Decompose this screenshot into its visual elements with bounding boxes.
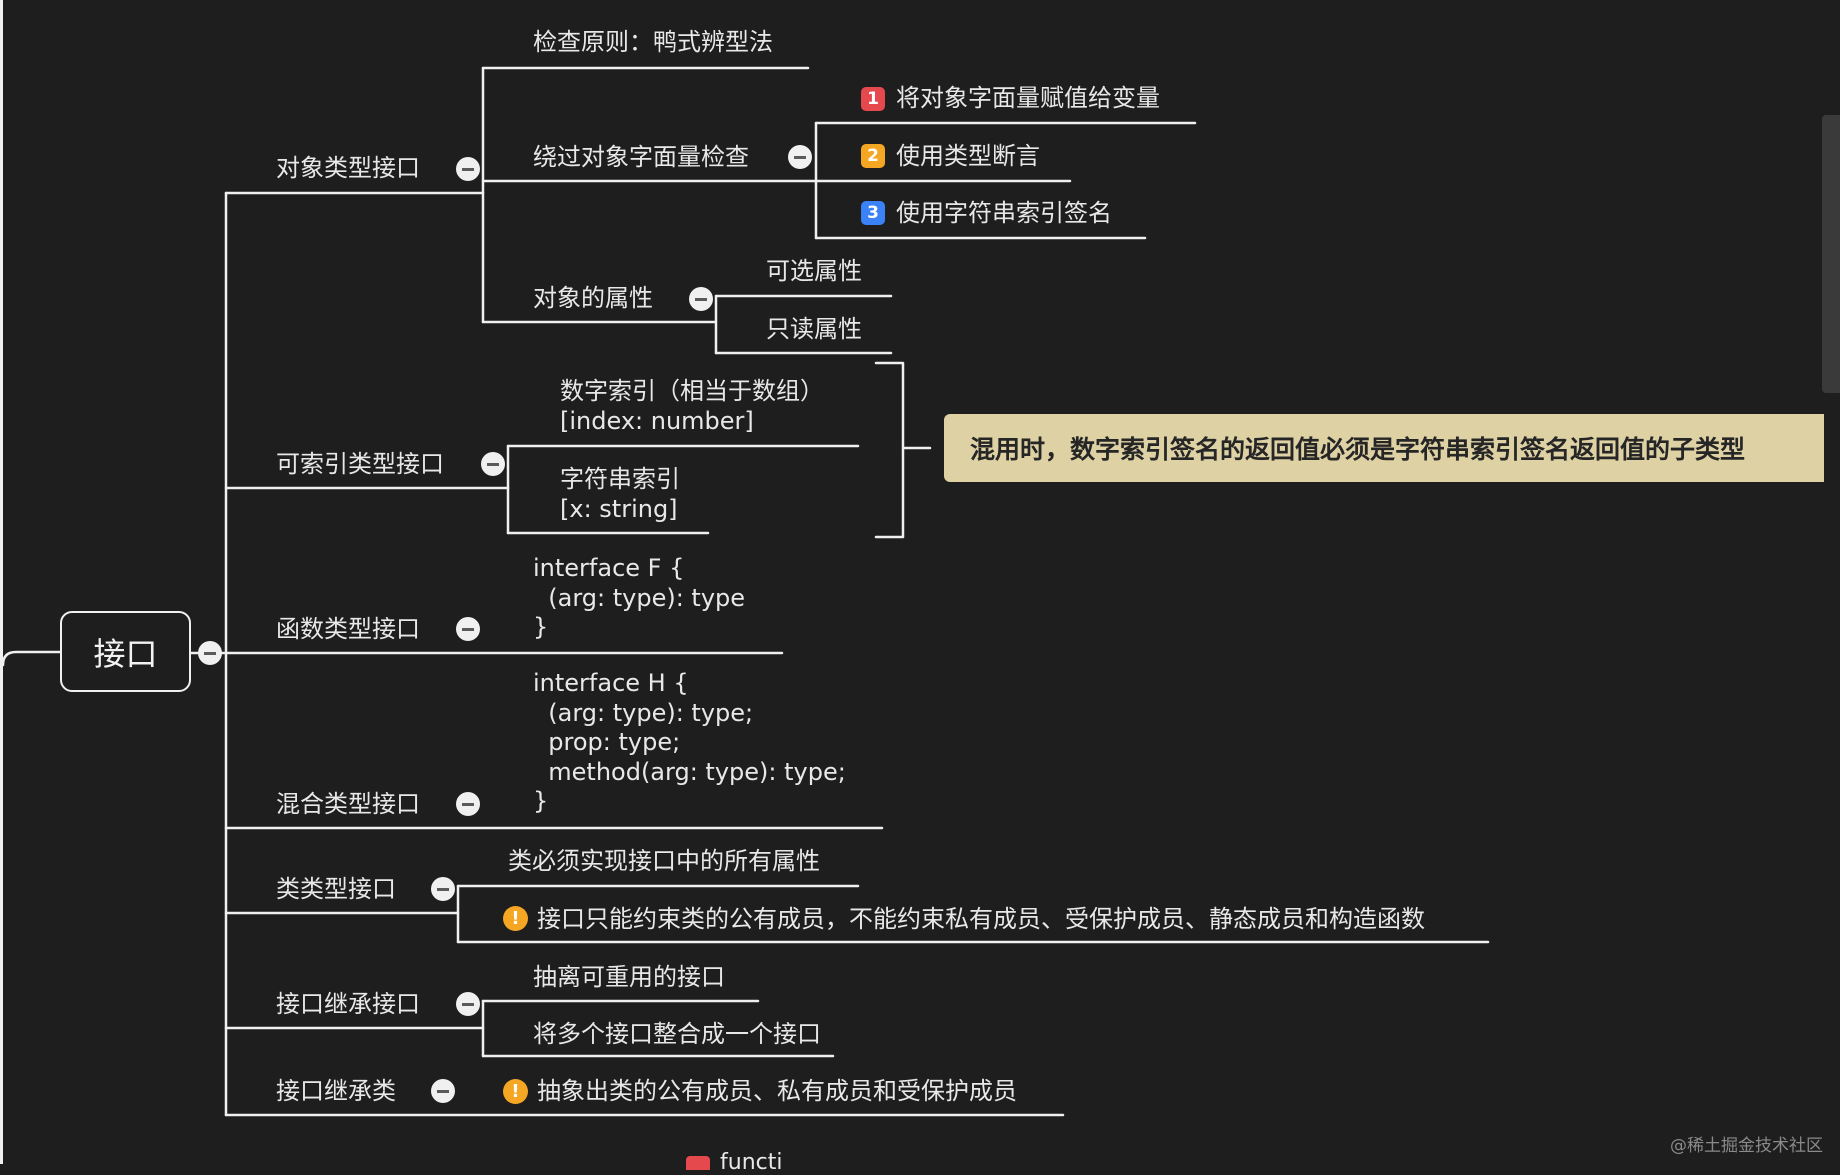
root-node[interactable]: 接口 xyxy=(60,611,191,692)
numeric-index-node[interactable]: 数字索引（相当于数组） [index: number] xyxy=(560,377,824,435)
branch-interface-extends-class-label[interactable]: 接口继承类 xyxy=(276,1077,396,1105)
readonly-property-label[interactable]: 只读属性 xyxy=(766,315,862,343)
bypass-item-assign-variable[interactable]: 将对象字面量赋值给变量 xyxy=(896,84,1160,112)
bypass-literal-check-label[interactable]: 绕过对象字面量检查 xyxy=(533,143,749,171)
interface-extends-interface-collapse-button[interactable] xyxy=(456,992,480,1016)
root-collapse-button[interactable] xyxy=(198,641,222,665)
callout-index-rule-text: 混用时，数字索引签名的返回值必须是字符串索引签名返回值的子类型 xyxy=(970,435,1746,464)
function-type-collapse-button[interactable] xyxy=(456,617,480,641)
callout-index-rule[interactable]: 混用时，数字索引签名的返回值必须是字符串索引签名返回值的子类型 xyxy=(944,414,1824,482)
watermark: @稀土掘金技术社区 xyxy=(1670,1136,1823,1156)
object-properties-collapse-button[interactable] xyxy=(689,287,713,311)
merge-interfaces-label[interactable]: 将多个接口整合成一个接口 xyxy=(533,1020,821,1048)
class-type-collapse-button[interactable] xyxy=(431,877,455,901)
warning-icon: ! xyxy=(503,906,528,931)
branch-object-type-label[interactable]: 对象类型接口 xyxy=(276,154,420,182)
string-index-node[interactable]: 字符串索引 [x: string] xyxy=(560,465,680,523)
check-principle-label[interactable]: 检查原则：鸭式辨型法 xyxy=(533,28,773,56)
branch-hybrid-type-label[interactable]: 混合类型接口 xyxy=(276,790,420,818)
partial-node-text: functi xyxy=(720,1150,783,1175)
root-node-label: 接口 xyxy=(93,634,158,673)
hybrid-type-collapse-button[interactable] xyxy=(456,792,480,816)
number-2-badge-icon: 2 xyxy=(861,144,885,168)
branch-interface-extends-interface-label[interactable]: 接口继承接口 xyxy=(276,990,420,1018)
branch-indexable-label[interactable]: 可索引类型接口 xyxy=(276,450,444,478)
warning-icon: ! xyxy=(503,1079,528,1104)
branch-function-type-label[interactable]: 函数类型接口 xyxy=(276,615,420,643)
extract-reusable-interface-label[interactable]: 抽离可重用的接口 xyxy=(533,963,725,991)
interface-extends-class-warning[interactable]: 抽象出类的公有成员、私有成员和受保护成员 xyxy=(537,1077,1017,1105)
object-type-collapse-button[interactable] xyxy=(456,157,480,181)
optional-property-label[interactable]: 可选属性 xyxy=(766,257,862,285)
interface-extends-class-collapse-button[interactable] xyxy=(431,1079,455,1103)
vertical-scrollbar[interactable] xyxy=(1822,115,1840,393)
hybrid-interface-code[interactable]: interface H { (arg: type): type; prop: t… xyxy=(533,669,846,815)
class-must-implement-label[interactable]: 类必须实现接口中的所有属性 xyxy=(508,847,820,875)
bypass-item-type-assertion[interactable]: 使用类型断言 xyxy=(896,142,1040,170)
object-properties-label[interactable]: 对象的属性 xyxy=(533,284,653,312)
number-1-badge-icon: 1 xyxy=(861,87,885,111)
branch-class-type-label[interactable]: 类类型接口 xyxy=(276,875,396,903)
number-3-badge-icon: 3 xyxy=(861,201,885,225)
window-left-edge xyxy=(0,0,3,1164)
function-interface-code[interactable]: interface F { (arg: type): type } xyxy=(533,554,746,641)
indexable-collapse-button[interactable] xyxy=(481,452,505,476)
bypass-collapse-button[interactable] xyxy=(788,145,812,169)
bypass-item-string-index[interactable]: 使用字符串索引签名 xyxy=(896,199,1112,227)
partial-number-badge-icon xyxy=(686,1156,710,1170)
class-interface-warning[interactable]: 接口只能约束类的公有成员，不能约束私有成员、受保护成员、静态成员和构造函数 xyxy=(537,905,1425,933)
